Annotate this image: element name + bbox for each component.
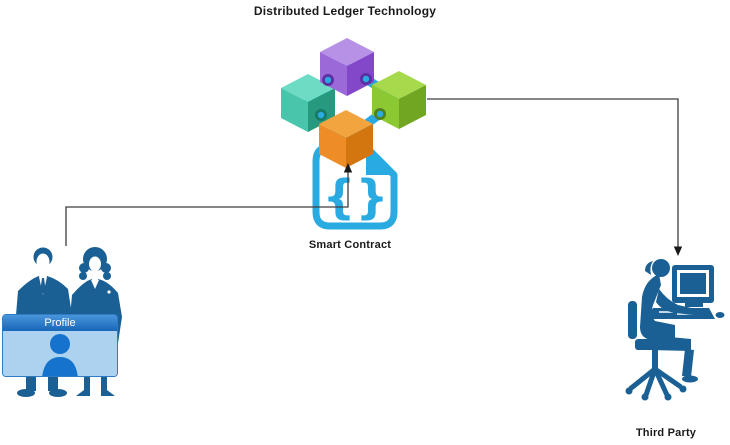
arrow-profile-to-smart-contract (65, 170, 349, 246)
block-connector-ports (315, 73, 386, 121)
smart-contract-icon: { } (312, 143, 398, 230)
profile-card-header: Profile (3, 315, 117, 331)
dlt-blockchain-icon (281, 38, 426, 168)
profile-card-body (3, 331, 117, 376)
profile-card: Profile (2, 314, 118, 377)
orange-block-icon (319, 110, 373, 168)
arrowhead-down-icon (673, 246, 683, 256)
person-at-computer-icon (625, 259, 725, 401)
diagram-title: Distributed Ledger Technology (253, 4, 437, 18)
third-party-label: Third Party (635, 427, 697, 439)
person-icon (42, 334, 78, 376)
smart-contract-label: Smart Contract (308, 239, 392, 251)
arrowhead-up-icon (343, 163, 353, 173)
green-block-icon (372, 71, 426, 129)
brace-right-glyph: } (356, 170, 389, 224)
brace-left-glyph: { (323, 170, 356, 224)
arrow-ledger-to-third-party (427, 98, 679, 249)
office-chair-icon (625, 301, 687, 401)
